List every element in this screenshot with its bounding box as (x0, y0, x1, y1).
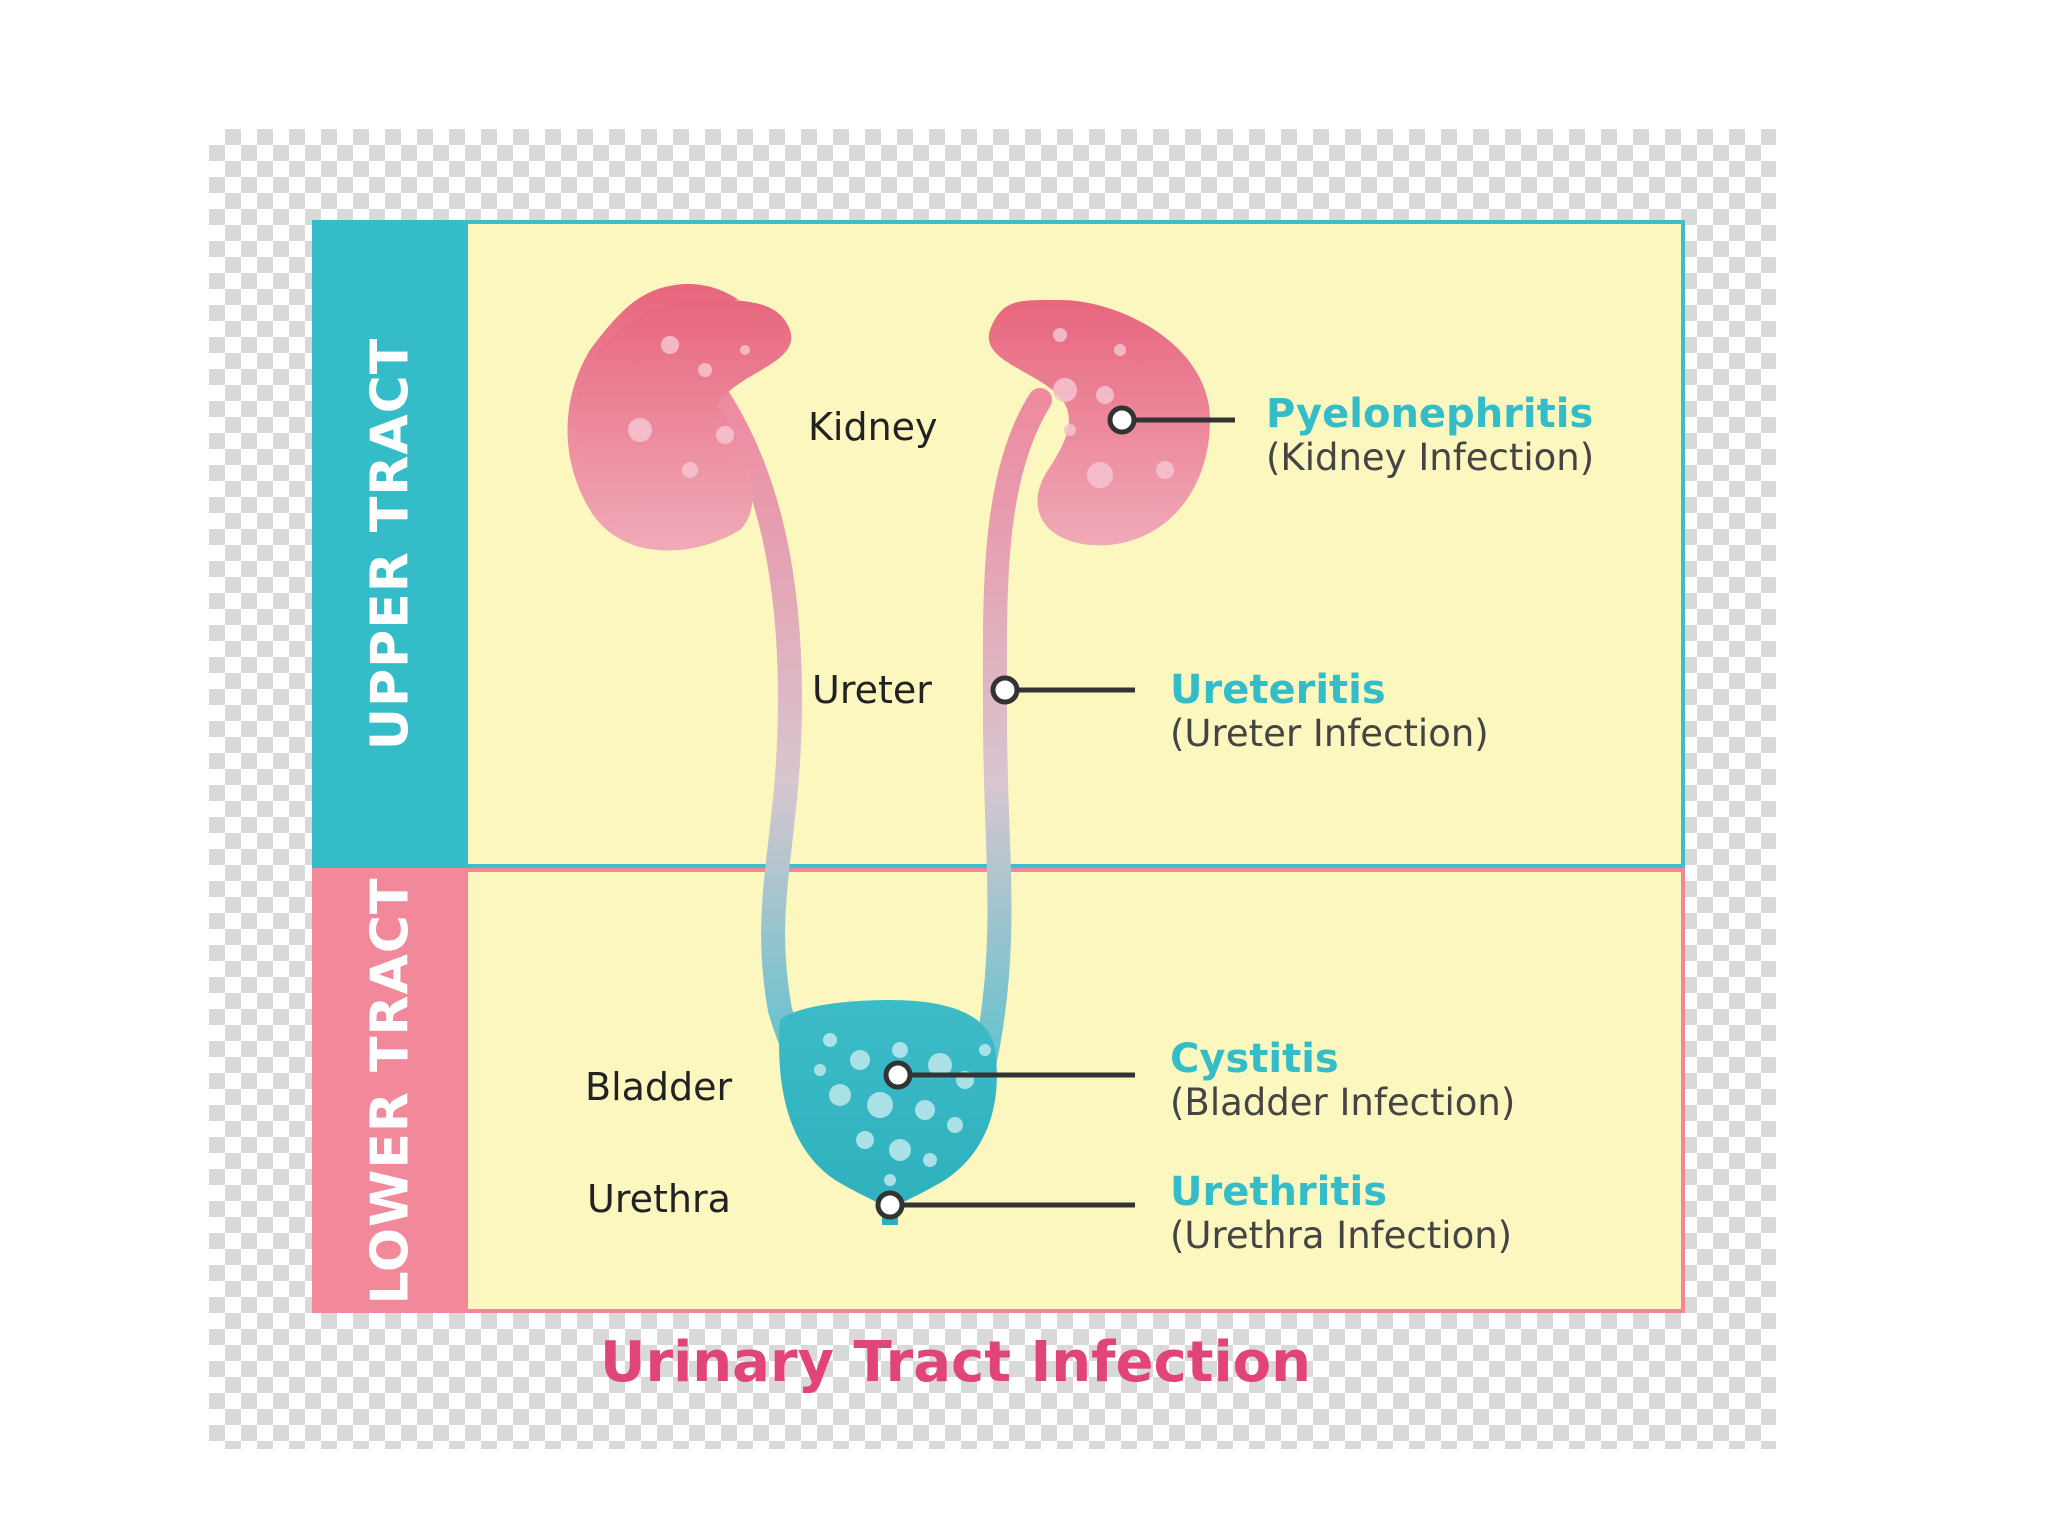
right-kidney-body (988, 299, 1210, 546)
urethra-marker (875, 1190, 905, 1220)
condition-ureteritis: Ureteritis (Ureter Infection) (1170, 668, 1489, 756)
right-ureter (948, 388, 1052, 1107)
diagram-title: Urinary Tract Infection (600, 1330, 1312, 1395)
lower-tract-band: LOWER TRACT (312, 868, 468, 1313)
condition-description: (Ureter Infection) (1170, 712, 1489, 755)
condition-name: Cystitis (1170, 1036, 1339, 1082)
organ-label-kidney: Kidney (808, 405, 938, 449)
organ-label-ureter: Ureter (812, 668, 932, 712)
condition-description: (Bladder Infection) (1170, 1081, 1516, 1124)
condition-cystitis: Cystitis (Bladder Infection) (1170, 1037, 1515, 1125)
kidney-marker (1107, 405, 1137, 435)
condition-urethritis: Urethritis (Urethra Infection) (1170, 1170, 1512, 1258)
condition-description: (Urethra Infection) (1170, 1214, 1513, 1257)
condition-pyelonephritis: Pyelonephritis (Kidney Infection) (1266, 392, 1594, 480)
left-kidney-body (575, 299, 792, 546)
ureter-marker (990, 675, 1020, 705)
organ-label-bladder: Bladder (585, 1065, 733, 1109)
upper-tract-band: UPPER TRACT (312, 220, 468, 868)
organ-label-urethra: Urethra (587, 1177, 731, 1221)
condition-description: (Kidney Infection) (1266, 436, 1595, 479)
bladder-marker (883, 1060, 913, 1090)
condition-name: Ureteritis (1170, 667, 1386, 713)
condition-name: Pyelonephritis (1266, 391, 1594, 437)
condition-name: Urethritis (1170, 1169, 1388, 1215)
